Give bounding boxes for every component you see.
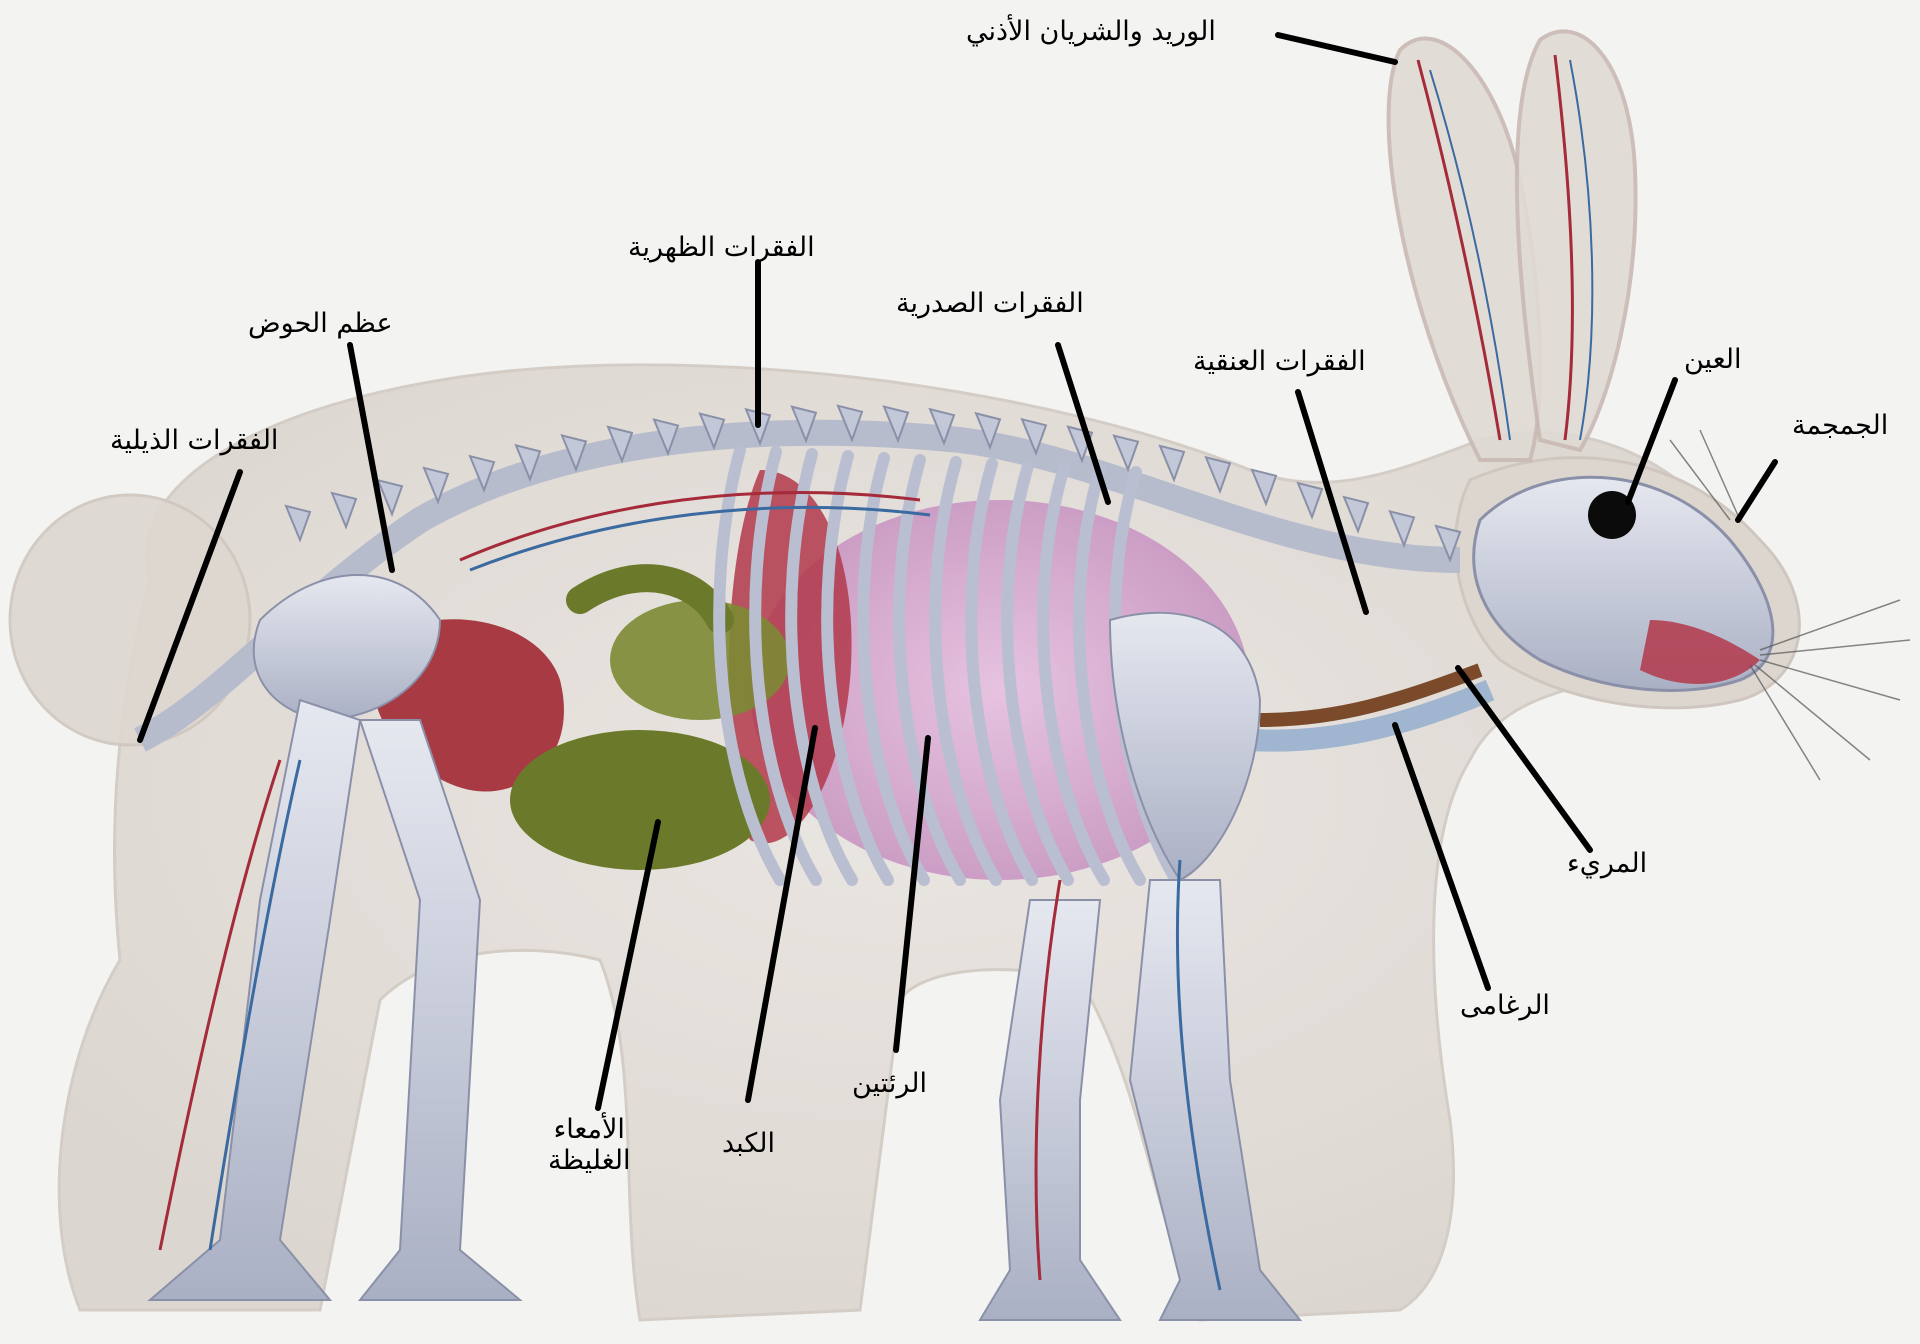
leader-skull <box>1738 462 1775 520</box>
label-caudal-vertebrae: الفقرات الذيلية <box>110 425 278 456</box>
label-lungs: الرئتين <box>852 1068 927 1099</box>
label-large-intestine-line2: الغليظة <box>548 1145 630 1176</box>
label-skull: الجمجمة <box>1792 410 1888 441</box>
label-dorsal-vertebrae: الفقرات الظهرية <box>628 232 815 263</box>
label-cervical-vertebrae: الفقرات العنقية <box>1193 346 1366 377</box>
label-eye: العين <box>1684 344 1741 375</box>
label-large-intestine: الأمعاء الغليظة <box>548 1114 630 1176</box>
label-ear-vessels: الوريد والشريان الأذني <box>966 16 1216 47</box>
label-pelvis: عظم الحوض <box>248 308 393 339</box>
label-large-intestine-line1: الأمعاء <box>548 1114 630 1145</box>
leader-ear-vessels <box>1278 35 1395 62</box>
label-liver: الكبد <box>722 1128 775 1159</box>
ears <box>1389 31 1636 460</box>
label-trachea: الرغامى <box>1460 990 1550 1021</box>
label-esophagus: المريء <box>1567 848 1647 879</box>
label-thoracic-vertebrae: الفقرات الصدرية <box>896 288 1084 319</box>
